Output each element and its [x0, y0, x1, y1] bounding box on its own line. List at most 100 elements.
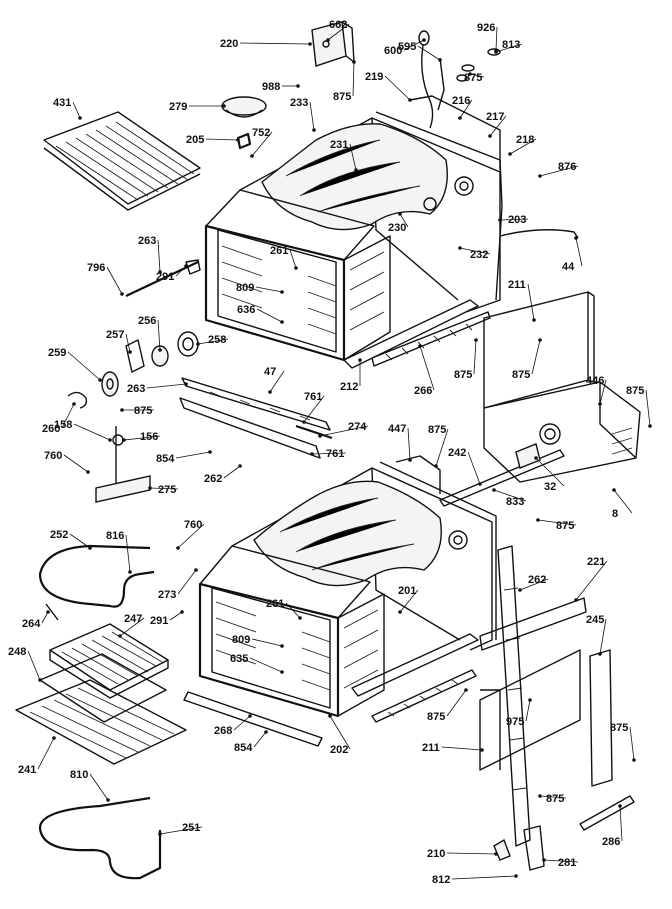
leader-dot [352, 60, 356, 64]
callout-274: 274 [318, 421, 369, 438]
callout-875: 875 [428, 424, 449, 468]
callout-600: 600 [384, 38, 426, 57]
leader-line [509, 138, 537, 155]
part-number-label: 875 [626, 385, 644, 397]
leader-dot [468, 72, 472, 76]
leader-dot [318, 434, 322, 438]
leader-dot [294, 266, 298, 270]
part-number-label: 242 [448, 447, 466, 459]
leader-line [303, 395, 325, 423]
leader-line [123, 435, 161, 441]
part-number-label: 926 [477, 22, 495, 34]
callout-230: 230 [388, 212, 409, 234]
leader-line [473, 339, 477, 375]
leader-line [543, 859, 579, 863]
callout-264: 264 [22, 610, 50, 630]
leader-dot [308, 42, 312, 46]
lower-oven-cavity [198, 455, 497, 718]
leader-dot [120, 292, 124, 296]
leader-dot [480, 748, 484, 752]
leader-line [41, 611, 49, 624]
leader-line [106, 266, 123, 295]
gas-valve-32 [515, 443, 541, 469]
leader-dot [538, 174, 542, 178]
leader-dot [612, 488, 616, 492]
leader-dot [474, 338, 478, 342]
part-number-label: 875 [427, 711, 445, 723]
part-number-label: 275 [158, 484, 176, 496]
leader-dot [158, 832, 162, 836]
part-number-label: 212 [340, 381, 358, 393]
leader-line [175, 451, 211, 459]
part-number-label: 230 [388, 222, 406, 234]
part-number-label: 796 [87, 262, 105, 274]
callout-875: 875 [538, 793, 567, 805]
leader-dot [184, 264, 188, 268]
part-number-label: 261 [270, 245, 288, 257]
callout-752: 752 [250, 127, 273, 158]
part-number-label: 231 [330, 139, 348, 151]
leader-dot [598, 652, 602, 656]
part-number-label: 219 [365, 71, 383, 83]
leader-line [125, 534, 131, 573]
screw-264 [45, 603, 59, 621]
callout-233: 233 [290, 97, 316, 132]
knob-assembly [101, 331, 199, 397]
leader-dot [280, 290, 284, 294]
part-number-label: 875 [428, 424, 446, 436]
callout-241: 241 [18, 736, 56, 776]
leader-line [495, 43, 523, 53]
callout-286: 286 [602, 804, 623, 848]
screws-top-right [456, 48, 501, 82]
leader-line [446, 852, 497, 855]
callout-761: 761 [302, 391, 325, 424]
callout-259: 259 [48, 347, 102, 382]
leader-line [435, 428, 449, 467]
leader-dot [398, 610, 402, 614]
leader-dot [236, 138, 240, 142]
leader-dot [532, 318, 536, 322]
part-number-label: 232 [470, 249, 488, 261]
callout-220: 220 [220, 38, 312, 50]
part-number-label: 210 [427, 848, 445, 860]
leader-dot [598, 402, 602, 406]
leader-line [417, 45, 441, 61]
callout-210: 210 [427, 848, 498, 860]
bracket-446 [483, 381, 641, 483]
leader-line [89, 773, 109, 801]
callout-876: 876 [538, 161, 579, 178]
part-number-label: 636 [237, 304, 255, 316]
leader-line [67, 351, 101, 381]
part-number-label: 44 [562, 261, 575, 273]
leader-dot [310, 452, 314, 456]
part-number-label: 261 [266, 598, 284, 610]
part-number-label: 262 [528, 574, 546, 586]
leader-dot [514, 874, 518, 878]
part-number-label: 446 [586, 375, 604, 387]
leader-dot [108, 438, 112, 442]
callout-219: 219 [365, 71, 412, 102]
leader-dot [280, 644, 284, 648]
part-number-label: 264 [22, 618, 41, 630]
part-number-label: 854 [156, 453, 175, 465]
leader-line [197, 338, 229, 345]
leader-line [289, 249, 297, 269]
leader-dot [538, 794, 542, 798]
leader-dot [88, 546, 92, 550]
callout-217: 217 [486, 111, 507, 138]
leader-dot [534, 456, 538, 460]
leader-line [146, 383, 187, 389]
leader-line [537, 519, 577, 526]
callout-813: 813 [494, 39, 523, 54]
part-number-label: 218 [516, 134, 534, 146]
callout-662: 662 [326, 19, 350, 42]
part-number-label: 32 [544, 481, 556, 493]
callout-875: 875 [610, 722, 636, 762]
callout-796: 796 [87, 262, 124, 296]
leader-line [119, 617, 145, 637]
leader-line [384, 75, 411, 101]
leader-line [177, 523, 205, 549]
part-number-label: 247 [124, 613, 142, 625]
part-number-label: 156 [140, 431, 158, 443]
